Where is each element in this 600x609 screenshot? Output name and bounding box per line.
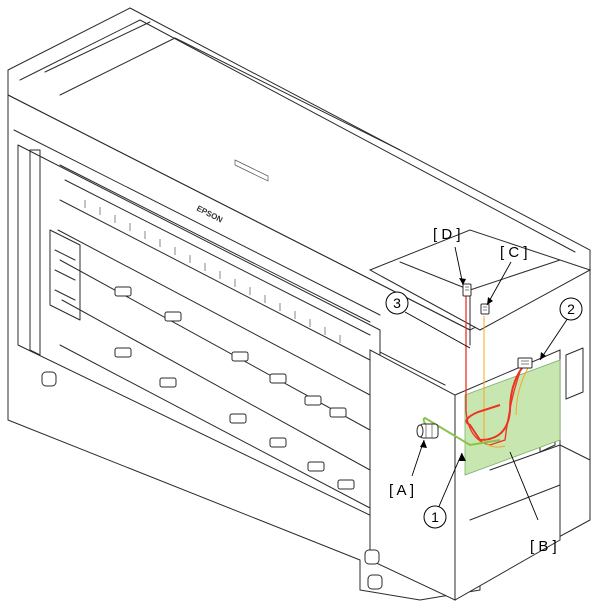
roller-clips [114,286,355,490]
cable-2-orange [515,367,529,416]
label-b: [ B ] [530,538,557,555]
component-a [416,423,439,439]
callout-2: 2 [559,297,583,321]
arrowheads [420,278,546,461]
circuit-board [464,359,561,476]
svg-text:1: 1 [431,509,439,525]
leader-lines [404,246,569,521]
connector-2 [517,357,533,369]
cable-3-red [465,292,521,446]
svg-text:3: 3 [393,295,401,311]
connector-d [462,283,472,297]
label-a: [ A ] [389,482,414,499]
brand-logo: EPSON [195,204,224,225]
casters [41,371,383,590]
callout-1: 1 [423,505,447,529]
svg-text:2: 2 [567,301,575,317]
label-d: [ D ] [433,226,461,243]
connector-c [480,303,490,315]
cable-2-red [465,367,523,442]
label-c: [ C ] [500,244,528,261]
callout-3: 3 [385,291,409,315]
